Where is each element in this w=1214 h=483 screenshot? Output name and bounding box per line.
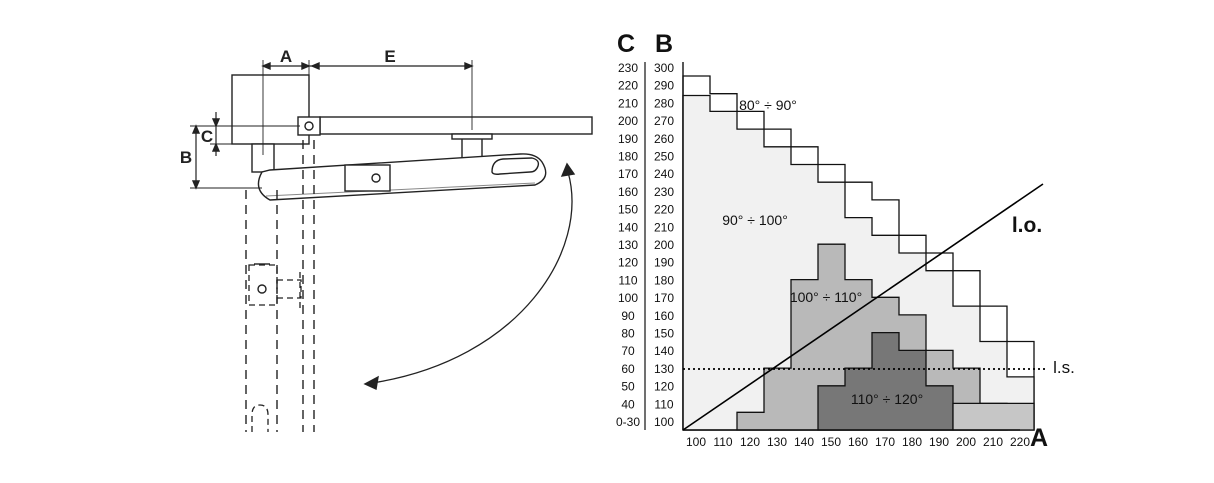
closed-pivot-icon: [257, 284, 267, 294]
header-C: C: [617, 30, 635, 58]
c-tick-label: 210: [618, 96, 638, 110]
a-tick-label: 180: [902, 435, 922, 449]
b-tick-label: 190: [654, 256, 674, 270]
swing-arc: [371, 171, 573, 384]
b-tick-label: 130: [654, 362, 674, 376]
motor-box: [231, 74, 310, 145]
arm-cover: [344, 164, 391, 192]
b-tick-label: 290: [654, 79, 674, 93]
gate-opener-drawing: [190, 60, 593, 432]
c-tick-label: 160: [618, 185, 638, 199]
b-tick-label: 120: [654, 380, 674, 394]
gate-rail: [319, 116, 593, 135]
c-tick-label: 200: [618, 114, 638, 128]
c-tick-label: 130: [618, 238, 638, 252]
b-axis-labels: 300 290 280 270 260 250 240 230 220 210 200 190 180 1…: [654, 61, 674, 429]
a-tick-label: 200: [956, 435, 976, 449]
a-tick-label: 220: [1010, 435, 1030, 449]
c-tick-label: 40: [621, 397, 635, 411]
b-tick-label: 160: [654, 309, 674, 323]
dim-B-label: B: [180, 148, 192, 167]
c-axis-labels: 230 220 210 200 190 180 170 160 150 140 130 120 110 1…: [616, 61, 640, 429]
ls-label: l.s.: [1053, 358, 1075, 377]
b-tick-label: 270: [654, 114, 674, 128]
dim-C-label: C: [201, 127, 213, 146]
drawing-dimension-labels: A E B C: [180, 47, 396, 167]
c-tick-label: 190: [618, 132, 638, 146]
b-tick-label: 210: [654, 220, 674, 234]
header-B: B: [655, 30, 673, 58]
c-tick-label: 90: [621, 309, 635, 323]
a-tick-label: 100: [686, 435, 706, 449]
b-tick-label: 180: [654, 273, 674, 287]
a-tick-label: 150: [821, 435, 841, 449]
lo-line: [682, 183, 1044, 431]
c-tick-label: 70: [621, 344, 635, 358]
b-tick-label: 140: [654, 344, 674, 358]
zone-90-100: [682, 94, 1035, 431]
a-axis-labels: 100 110 120 130 140 150 160 170 180 190 200 210 220: [686, 435, 1030, 449]
b-tick-label: 220: [654, 203, 674, 217]
b-tick-label: 240: [654, 167, 674, 181]
angle-zone-chart: 2302202102001901801701601501401301201101…: [616, 30, 1075, 452]
c-tick-label: 150: [618, 203, 638, 217]
c-tick-label: 180: [618, 150, 638, 164]
lo-label: l.o.: [1012, 214, 1042, 237]
b-tick-label: 200: [654, 238, 674, 252]
a-tick-label: 170: [875, 435, 895, 449]
dim-E-label: E: [384, 47, 395, 66]
arc-arrowhead-icon: [363, 375, 379, 391]
pivot-icon: [304, 121, 314, 131]
pivot-joint: [297, 116, 321, 136]
zone-100-110-label: 100° ÷ 110°: [790, 289, 862, 305]
b-tick-label: 250: [654, 150, 674, 164]
b-tick-label: 150: [654, 327, 674, 341]
a-tick-label: 120: [740, 435, 760, 449]
zone-80-90-label: 80° ÷ 90°: [739, 97, 797, 113]
c-tick-label: 60: [621, 362, 635, 376]
dim-A-label: A: [280, 47, 292, 66]
c-tick-label: 80: [621, 327, 635, 341]
a-tick-label: 210: [983, 435, 1003, 449]
c-tick-label: 170: [618, 167, 638, 181]
c-tick-label: 140: [618, 220, 638, 234]
zone-110-120: [817, 331, 954, 431]
arc-arrowhead-top-icon: [560, 162, 576, 177]
b-tick-label: 170: [654, 291, 674, 305]
a-tick-label: 130: [767, 435, 787, 449]
c-tick-label: 220: [618, 79, 638, 93]
axis-A-label: A: [1030, 424, 1048, 452]
closed-position-box: [248, 264, 278, 306]
rail-bracket: [451, 133, 493, 140]
a-tick-label: 110: [713, 435, 732, 449]
c-tick-label: 100: [618, 291, 638, 305]
arm-screw-icon: [371, 173, 381, 183]
zone-110-120-label: 110° ÷ 120°: [851, 391, 923, 407]
c-tick-label: 50: [621, 380, 635, 394]
a-tick-label: 190: [929, 435, 949, 449]
b-tick-label: 280: [654, 96, 674, 110]
c-tick-label: 110: [618, 273, 637, 287]
c-tick-label: 230: [618, 61, 638, 75]
a-tick-label: 160: [848, 435, 868, 449]
operator-arm: [257, 153, 547, 201]
b-tick-label: 100: [654, 415, 674, 429]
b-tick-label: 260: [654, 132, 674, 146]
b-tick-label: 230: [654, 185, 674, 199]
b-tick-label: 300: [654, 61, 674, 75]
c-tick-label: 0-30: [616, 415, 640, 429]
c-tick-label: 120: [618, 256, 638, 270]
zone-110-120-extension: [952, 402, 1035, 431]
a-tick-label: 140: [794, 435, 814, 449]
zone-90-100-label: 90° ÷ 100°: [722, 212, 788, 228]
b-tick-label: 110: [654, 397, 673, 411]
